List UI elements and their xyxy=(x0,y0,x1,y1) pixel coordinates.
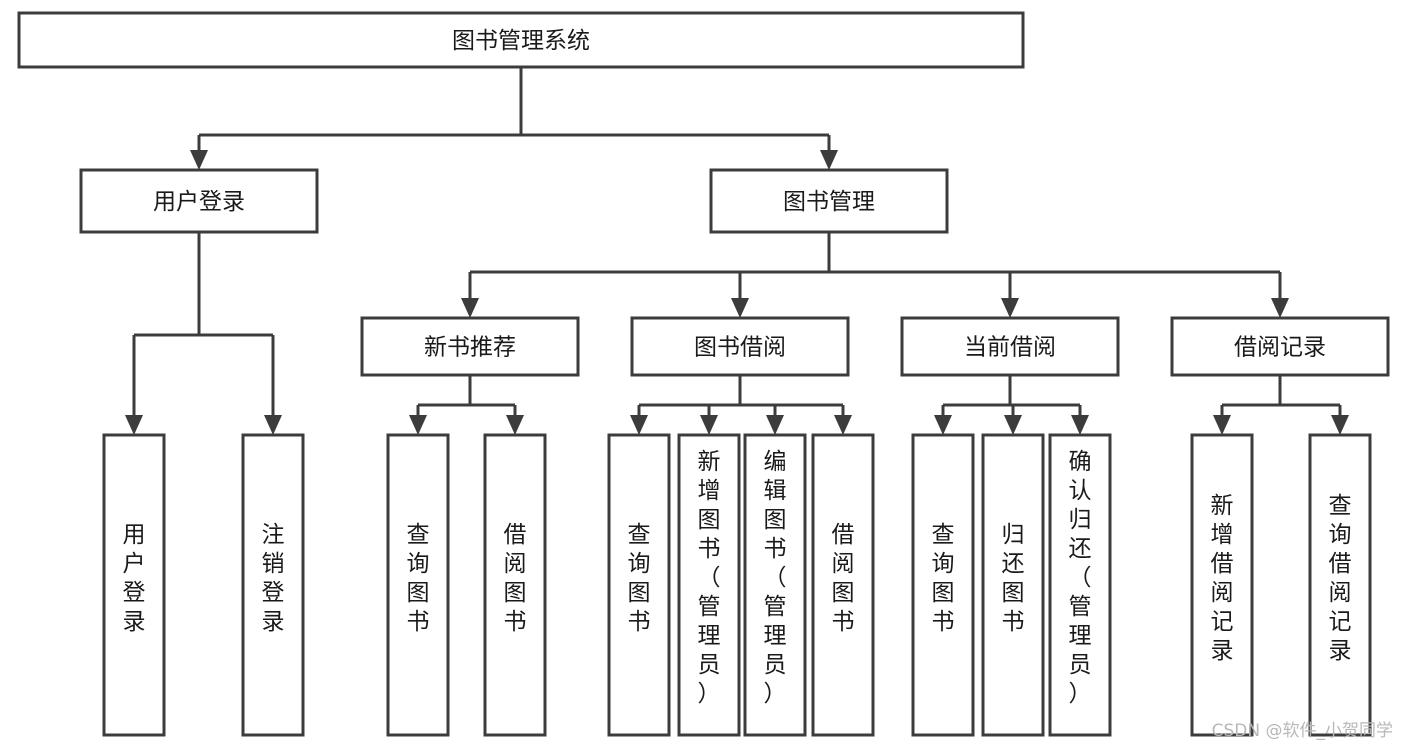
arrow-head-icon xyxy=(1004,415,1022,435)
node-label-leaf-confirm-return: 确认归还（管理员） xyxy=(1069,449,1092,707)
node-label-leaf-edit-book-admin: 编辑图书（管理员） xyxy=(764,449,787,707)
arrow-head-icon xyxy=(506,415,524,435)
node-box-leaf-query-book-3[interactable] xyxy=(911,433,975,737)
node-leaf-user-login[interactable]: 用户登录 xyxy=(102,433,166,737)
node-label-current-borrow: 当前借阅 xyxy=(964,335,1056,361)
node-box-leaf-confirm-return[interactable] xyxy=(1048,433,1112,737)
node-leaf-edit-book-admin[interactable]: 编辑图书（管理员） xyxy=(743,433,807,737)
node-book-borrow[interactable]: 图书借阅 xyxy=(630,316,850,377)
connector-group-record-to-leaves xyxy=(1213,375,1349,435)
node-label-leaf-query-book-2: 查询图书 xyxy=(628,522,651,635)
node-box-user-login[interactable] xyxy=(79,168,319,234)
arrow-head-icon xyxy=(766,415,784,435)
node-current-borrow[interactable]: 当前借阅 xyxy=(900,316,1120,377)
arrow-head-icon xyxy=(1001,298,1019,318)
connector-group-borrow-to-leaves xyxy=(630,375,852,435)
connector-group-user-login-to-leaves xyxy=(125,232,282,435)
watermark-label: CSDN @软件_小贺同学 xyxy=(1211,721,1393,741)
node-label-leaf-user-login: 用户登录 xyxy=(123,522,146,635)
arrow-head-icon xyxy=(630,415,648,435)
node-label-leaf-query-borrow-record: 查询借阅记录 xyxy=(1329,493,1352,664)
connector-group-recommend-to-leaves xyxy=(409,375,524,435)
node-label-leaf-add-borrow-record: 新增借阅记录 xyxy=(1211,493,1234,664)
node-label-borrow-record: 借阅记录 xyxy=(1234,335,1326,361)
arrow-head-icon xyxy=(1331,415,1349,435)
node-label-leaf-query-book-1: 查询图书 xyxy=(407,522,430,635)
node-root[interactable]: 图书管理系统 xyxy=(17,11,1025,69)
arrow-head-icon xyxy=(1071,415,1089,435)
arrow-head-icon xyxy=(409,415,427,435)
arrow-head-icon xyxy=(834,415,852,435)
node-leaf-query-borrow-record[interactable]: 查询借阅记录 xyxy=(1308,433,1372,737)
arrow-head-icon xyxy=(125,415,143,435)
node-box-borrow-record[interactable] xyxy=(1170,316,1390,377)
node-layer: 图书管理系统用户登录图书管理新书推荐图书借阅当前借阅借阅记录用户登录注销登录查询… xyxy=(17,11,1390,737)
node-new-book-recommend[interactable]: 新书推荐 xyxy=(360,316,580,377)
node-box-root[interactable] xyxy=(17,11,1025,69)
node-label-leaf-return-book: 归还图书 xyxy=(1002,522,1025,635)
node-box-leaf-return-book[interactable] xyxy=(981,433,1045,737)
node-label-leaf-query-book-3: 查询图书 xyxy=(932,522,955,635)
node-box-current-borrow[interactable] xyxy=(900,316,1120,377)
node-box-leaf-query-borrow-record[interactable] xyxy=(1308,433,1372,737)
node-box-leaf-borrow-book-1[interactable] xyxy=(483,433,547,737)
arrow-head-icon xyxy=(934,415,952,435)
node-leaf-add-book-admin[interactable]: 新增图书（管理员） xyxy=(677,433,741,737)
node-user-login[interactable]: 用户登录 xyxy=(79,168,319,234)
arrow-head-icon xyxy=(190,150,208,170)
node-leaf-query-book-3[interactable]: 查询图书 xyxy=(911,433,975,737)
arrow-head-icon xyxy=(731,298,749,318)
arrow-head-icon xyxy=(461,298,479,318)
node-leaf-borrow-book-2[interactable]: 借阅图书 xyxy=(811,433,875,737)
connector-group-root-to-level2 xyxy=(190,67,838,170)
arrow-head-icon xyxy=(1213,415,1231,435)
node-label-leaf-user-logout: 注销登录 xyxy=(262,522,285,635)
arrow-head-icon xyxy=(700,415,718,435)
node-label-book-management: 图书管理 xyxy=(783,189,875,215)
node-borrow-record[interactable]: 借阅记录 xyxy=(1170,316,1390,377)
arrow-head-icon xyxy=(1271,298,1289,318)
node-label-root: 图书管理系统 xyxy=(452,28,590,54)
node-book-management[interactable]: 图书管理 xyxy=(709,168,949,234)
node-box-leaf-edit-book-admin[interactable] xyxy=(743,433,807,737)
node-leaf-return-book[interactable]: 归还图书 xyxy=(981,433,1045,737)
node-label-user-login: 用户登录 xyxy=(153,189,245,215)
node-box-leaf-add-book-admin[interactable] xyxy=(677,433,741,737)
node-box-leaf-query-book-2[interactable] xyxy=(607,433,671,737)
node-leaf-query-book-2[interactable]: 查询图书 xyxy=(607,433,671,737)
node-box-new-book-recommend[interactable] xyxy=(360,316,580,377)
connector-layer xyxy=(125,67,1349,435)
node-leaf-user-logout[interactable]: 注销登录 xyxy=(241,433,305,737)
node-box-leaf-borrow-book-2[interactable] xyxy=(811,433,875,737)
node-box-leaf-user-login[interactable] xyxy=(102,433,166,737)
node-leaf-query-book-1[interactable]: 查询图书 xyxy=(386,433,450,737)
node-leaf-add-borrow-record[interactable]: 新增借阅记录 xyxy=(1190,433,1254,737)
node-box-book-management[interactable] xyxy=(709,168,949,234)
node-label-book-borrow: 图书借阅 xyxy=(694,335,786,361)
node-label-leaf-add-book-admin: 新增图书（管理员） xyxy=(698,449,721,707)
arrow-head-icon xyxy=(264,415,282,435)
node-label-leaf-borrow-book-1: 借阅图书 xyxy=(504,522,527,635)
node-box-leaf-query-book-1[interactable] xyxy=(386,433,450,737)
node-box-leaf-add-borrow-record[interactable] xyxy=(1190,433,1254,737)
connector-group-book-management-to-level3 xyxy=(461,232,1289,318)
node-box-leaf-user-logout[interactable] xyxy=(241,433,305,737)
node-box-book-borrow[interactable] xyxy=(630,316,850,377)
node-label-new-book-recommend: 新书推荐 xyxy=(424,335,516,361)
arrow-head-icon xyxy=(820,150,838,170)
node-label-leaf-borrow-book-2: 借阅图书 xyxy=(832,522,855,635)
node-leaf-confirm-return[interactable]: 确认归还（管理员） xyxy=(1048,433,1112,737)
connector-group-current-to-leaves xyxy=(934,375,1089,435)
node-leaf-borrow-book-1[interactable]: 借阅图书 xyxy=(483,433,547,737)
